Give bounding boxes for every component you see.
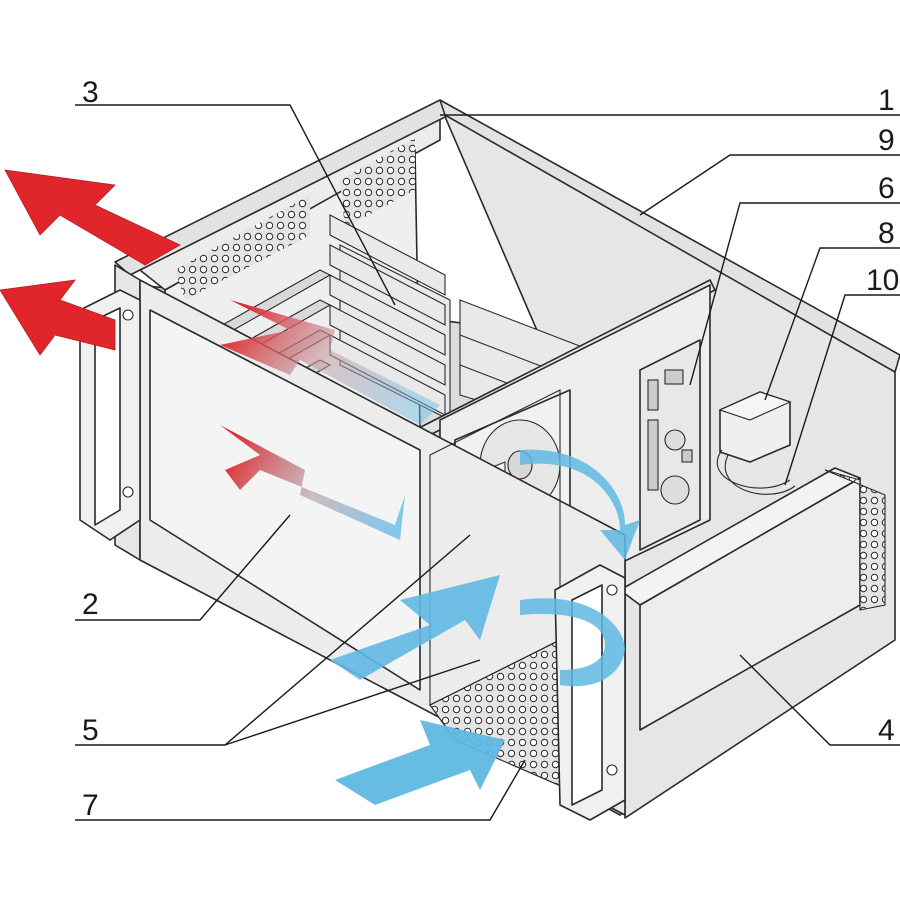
chassis: [79, 99, 900, 821]
exhaust-arrow-lower: [0, 279, 116, 356]
left-handle: [79, 289, 141, 541]
callout-3: 3: [82, 76, 99, 109]
callout-10: 10: [866, 264, 899, 297]
front-io-bracket: [639, 339, 701, 551]
rear-vent-top: [340, 138, 415, 228]
callout-8: 8: [878, 217, 895, 250]
callout-6: 6: [878, 172, 895, 205]
power-switch-module: [716, 391, 796, 495]
callout-2: 2: [82, 588, 99, 621]
leader-lines: [75, 104, 900, 821]
airflow: [0, 169, 640, 805]
rear-vent-left: [175, 195, 310, 300]
callout-7: 7: [82, 789, 99, 822]
intake-arrow-curve: [520, 449, 640, 560]
callout-4: 4: [878, 714, 895, 747]
callout-9: 9: [878, 124, 895, 157]
callout-1: 1: [878, 84, 895, 117]
power-supply-unit: [619, 467, 886, 731]
internal-airflow-arrow-lower: [220, 425, 405, 540]
intake-arrow-curve-lower: [520, 598, 625, 687]
internal-airflow-arrow-upper: [220, 300, 440, 425]
callout-labels: 1 9 6 8 10 3 2 5 7 4: [82, 76, 899, 822]
exhaust-arrow-upper: [4, 169, 181, 266]
intake-arrow-middle: [330, 575, 500, 680]
callout-5: 5: [82, 714, 99, 747]
intake-arrow-bottom: [335, 720, 505, 805]
